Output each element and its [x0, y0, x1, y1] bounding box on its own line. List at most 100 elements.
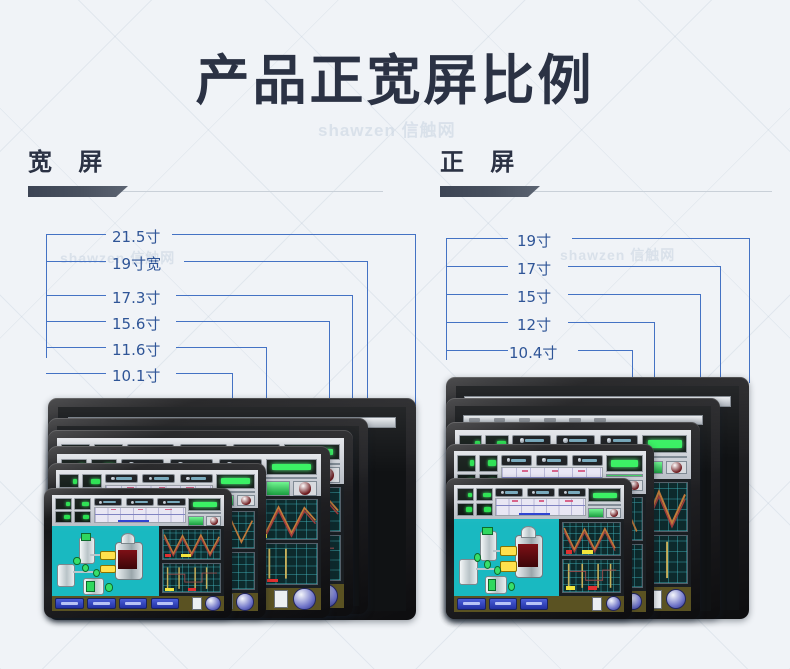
hmi-screen[interactable]: [454, 485, 624, 612]
trend-graph: [161, 529, 222, 560]
hmi-start-button[interactable]: [188, 516, 204, 526]
monitor-10-4-inch[interactable]: [446, 478, 632, 619]
hmi-mode-buttons[interactable]: [105, 474, 213, 484]
size-label-21-5: 21.5寸: [112, 228, 161, 246]
leader-drop: [352, 295, 353, 430]
hmi-mode-button[interactable]: [125, 498, 154, 506]
divider-accent-bar: [28, 186, 128, 197]
mimic-valve: [494, 565, 502, 575]
mimic-vessel-level: [118, 549, 138, 570]
leader-tick: [446, 238, 508, 239]
divider-accent-bar: [440, 186, 540, 197]
hmi-status-button[interactable]: [605, 474, 644, 478]
process-mimic-diagram: [52, 526, 159, 596]
hmi-mode-button[interactable]: [571, 454, 604, 466]
process-mimic-diagram: [454, 519, 560, 596]
hmi-status-button[interactable]: [588, 503, 622, 506]
mimic-tag-label: [99, 564, 116, 574]
section-divider: [28, 186, 383, 198]
hmi-mode-button[interactable]: [495, 488, 524, 497]
hmi-mode-button[interactable]: [500, 454, 533, 466]
hmi-mode-buttons[interactable]: [500, 454, 604, 466]
hmi-mode-button[interactable]: [93, 498, 122, 506]
led-readout: [456, 488, 474, 502]
hmi-footer-gauge: [273, 589, 289, 608]
hmi-stop-button[interactable]: [236, 494, 255, 507]
led-readout: [54, 498, 72, 510]
mimic-indicator: [86, 581, 95, 592]
hmi-footer-button[interactable]: [55, 597, 84, 610]
leader-run: [572, 238, 749, 239]
leader-spine-right: [446, 238, 447, 360]
hmi-control-panel: [454, 485, 624, 520]
page-title: 产品正宽屏比例: [195, 49, 595, 112]
hmi-action-row[interactable]: [265, 480, 318, 496]
hmi-trend-strip: [93, 506, 186, 523]
hmi-mode-button[interactable]: [142, 474, 176, 484]
hmi-mode-button[interactable]: [157, 498, 186, 506]
hmi-process-area: [454, 519, 624, 596]
leader-drop: [367, 261, 368, 423]
leader-run: [176, 295, 352, 296]
hmi-footer-logo-icon: [205, 595, 221, 611]
size-label-11-6: 11.6寸: [112, 341, 161, 359]
hmi-footer-button[interactable]: [87, 597, 116, 610]
hmi-stop-button[interactable]: [606, 507, 622, 518]
hmi-trend-strip: [495, 498, 587, 516]
mimic-valve: [105, 583, 113, 592]
hmi-graph-panels: [559, 519, 624, 596]
leader-run: [172, 234, 415, 235]
hmi-footer-button[interactable]: [150, 597, 179, 610]
leader-spine-left: [46, 234, 47, 358]
led-main-readout: [588, 488, 622, 502]
hmi-stop-button[interactable]: [293, 480, 318, 496]
hmi-mode-button[interactable]: [179, 474, 213, 484]
leader-run: [568, 294, 700, 295]
mimic-valve: [474, 552, 482, 562]
led-readout: [74, 498, 92, 510]
hmi-right-column: [215, 474, 255, 507]
hmi-mode-button[interactable]: [526, 488, 555, 497]
leader-run: [176, 321, 329, 322]
hmi-start-button[interactable]: [588, 507, 604, 518]
led-main-readout: [265, 459, 318, 475]
leader-tick: [46, 295, 106, 296]
led-readout: [456, 502, 474, 516]
hmi-footer-button[interactable]: [520, 597, 549, 610]
mimic-valve: [81, 563, 90, 573]
mimic-indicator: [487, 579, 497, 592]
hmi-stop-button[interactable]: [666, 460, 688, 475]
hmi-footer-button[interactable]: [488, 597, 517, 610]
led-readout: [81, 474, 103, 489]
hmi-footer-logo-icon: [605, 596, 621, 612]
led-readout: [478, 454, 498, 472]
size-label-19: 19寸: [517, 232, 552, 250]
led-display-group: [456, 488, 493, 516]
led-readout: [74, 511, 92, 523]
hmi-status-button[interactable]: [265, 476, 318, 479]
mimic-valve: [507, 581, 516, 591]
hmi-graph-panels: [158, 526, 224, 596]
hmi-mode-buttons[interactable]: [93, 498, 186, 506]
hmi-start-button[interactable]: [265, 480, 290, 496]
hmi-mode-button[interactable]: [105, 474, 139, 484]
hmi-screen[interactable]: [52, 495, 224, 611]
hmi-footer-button[interactable]: [457, 597, 486, 610]
hmi-stop-button[interactable]: [205, 516, 222, 526]
hmi-footer-button[interactable]: [118, 597, 148, 610]
hmi-action-row[interactable]: [588, 507, 622, 518]
leader-tick: [46, 261, 106, 262]
mimic-tank: [78, 537, 95, 565]
hmi-status-button[interactable]: [188, 512, 222, 515]
hmi-mode-button[interactable]: [536, 454, 568, 466]
hmi-mode-buttons[interactable]: [495, 488, 587, 497]
monitor-10-1-inch[interactable]: [44, 488, 232, 618]
hmi-action-row[interactable]: [188, 516, 222, 526]
divider-thin-line: [28, 191, 383, 192]
mimic-valve: [483, 560, 491, 570]
hmi-mode-button[interactable]: [558, 488, 587, 497]
leader-run: [578, 350, 632, 351]
size-label-10-4: 10.4寸: [509, 344, 558, 362]
size-label-15-6: 15.6寸: [112, 315, 161, 333]
